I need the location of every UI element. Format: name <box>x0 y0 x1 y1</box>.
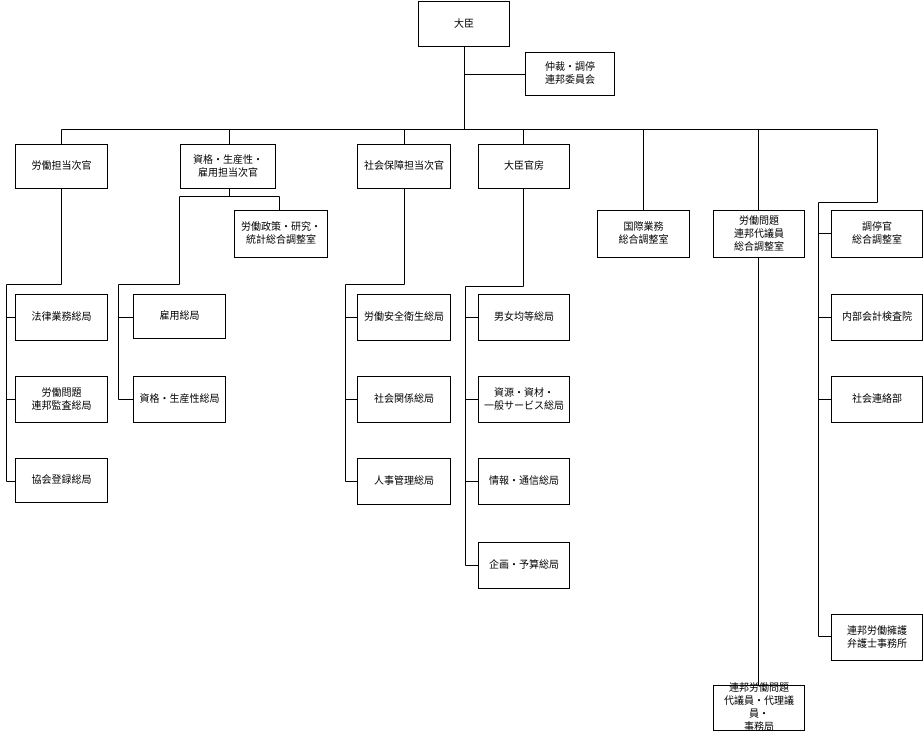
labor-inspection-bureau-box: 労働問題 連邦監査総局 <box>15 376 108 423</box>
international-affairs-box: 国際業務 総合調整室 <box>597 210 690 258</box>
conciliation-committee-box: 仲裁・調停 連邦委員会 <box>525 52 615 96</box>
internal-audit-office-box: 内部会計検査院 <box>831 294 923 341</box>
social-liaison-department-box: 社会連絡部 <box>831 376 923 423</box>
labor-policy-research-office-box: 労働政策・研究・ 統計総合調整室 <box>234 210 328 258</box>
labor-representatives-bureau-box: 連邦労働問題 代議員・代理議員・ 事務局 <box>713 683 805 731</box>
planning-budget-bureau-box: 企画・予算総局 <box>478 542 570 589</box>
social-security-undersecretary-box: 社会保障担当次官 <box>357 144 451 189</box>
qualifications-productivity-bureau-box: 資格・生産性総局 <box>133 376 226 423</box>
information-communication-bureau-box: 情報・通信総局 <box>478 458 570 505</box>
legal-affairs-bureau-box: 法律業務総局 <box>15 294 108 341</box>
ministers-office-box: 大臣官房 <box>478 144 570 189</box>
mediator-office-box: 調停官 総合調整室 <box>831 210 923 258</box>
labor-representatives-office-box: 労働問題 連邦代議員 総合調整室 <box>713 210 805 258</box>
labor-undersecretary-box: 労働担当次官 <box>15 144 108 189</box>
gender-equality-bureau-box: 男女均等総局 <box>478 294 570 341</box>
social-relations-bureau-box: 社会関係総局 <box>357 376 451 423</box>
labor-defense-office-box: 連邦労働擁護 弁護士事務所 <box>831 614 923 661</box>
qualifications-undersecretary-box: 資格・生産性・ 雇用担当次官 <box>180 144 276 189</box>
occupational-safety-bureau-box: 労働安全衛生総局 <box>357 294 451 341</box>
resources-services-bureau-box: 資源・資材・ 一般サービス総局 <box>478 376 570 423</box>
association-registration-bureau-box: 協会登録総局 <box>15 458 108 503</box>
minister-box: 大臣 <box>418 1 510 47</box>
employment-bureau-box: 雇用総局 <box>133 294 226 339</box>
personnel-management-bureau-box: 人事管理総局 <box>357 458 451 505</box>
